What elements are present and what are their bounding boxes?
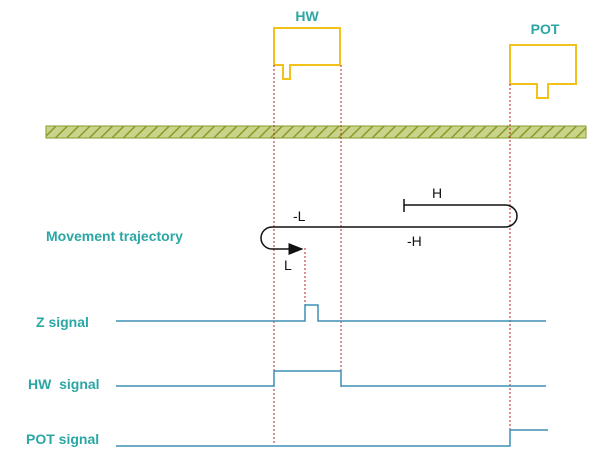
- pot-signal-waveform: [116, 429, 548, 447]
- pot-switch-label: POT: [531, 21, 560, 37]
- trajectory-h-label: H: [432, 185, 442, 201]
- trajectory-label: Movement trajectory: [46, 228, 183, 244]
- z-signal-label: Z signal: [36, 314, 89, 330]
- hw-signal-waveform: [116, 370, 546, 387]
- trajectory-turnaround-left: [260, 226, 273, 250]
- ground-rail: [45, 125, 587, 139]
- hw-switch-block: [273, 27, 341, 80]
- trajectory-turnaround-right: [504, 204, 518, 228]
- trajectory-neg-l-label: -L: [293, 208, 306, 224]
- pot-signal-label: POT signal: [26, 431, 99, 447]
- hw-switch-label: HW: [295, 8, 319, 24]
- pot-switch-block: [509, 44, 577, 99]
- z-signal-waveform: [116, 304, 546, 322]
- trajectory-neg-h-label: -H: [407, 233, 422, 249]
- hw-signal-label: HW signal: [28, 376, 100, 392]
- trajectory-l-label: L: [284, 257, 292, 273]
